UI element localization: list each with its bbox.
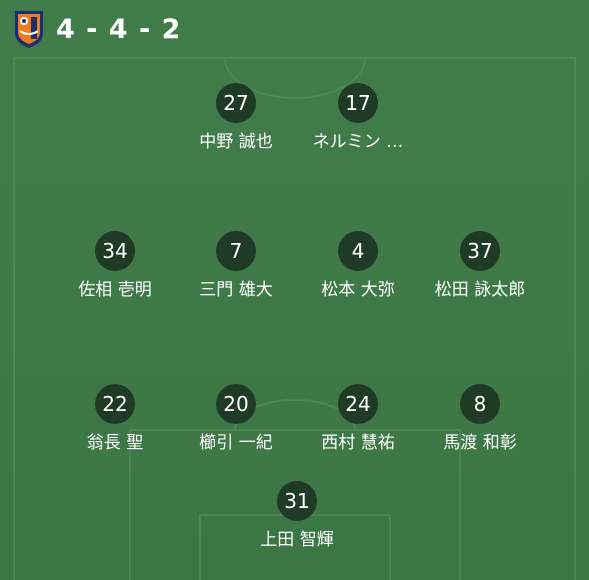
player-forward-1[interactable]: 27 中野 誠也 bbox=[181, 83, 291, 152]
player-number-badge: 22 bbox=[95, 384, 135, 424]
player-midfielder-2[interactable]: 7 三門 雄大 bbox=[181, 231, 291, 300]
player-name: ネルミン … bbox=[312, 132, 404, 152]
player-goalkeeper[interactable]: 31 上田 智輝 bbox=[242, 481, 352, 550]
player-name: 中野 誠也 bbox=[199, 132, 273, 152]
header: 4 - 4 - 2 bbox=[12, 8, 181, 50]
player-name: 馬渡 和彰 bbox=[443, 433, 517, 453]
player-name: 上田 智輝 bbox=[260, 530, 334, 550]
formation-label: 4 - 4 - 2 bbox=[56, 13, 182, 45]
club-crest-icon bbox=[15, 11, 43, 48]
player-number-badge: 27 bbox=[216, 83, 256, 123]
player-name: 佐相 壱明 bbox=[78, 280, 152, 300]
player-name: 翁長 聖 bbox=[86, 433, 144, 453]
player-name: 松本 大弥 bbox=[321, 280, 395, 300]
player-defender-2[interactable]: 20 櫛引 一紀 bbox=[181, 384, 291, 453]
player-forward-2[interactable]: 17 ネルミン … bbox=[303, 83, 413, 152]
player-midfielder-1[interactable]: 34 佐相 壱明 bbox=[60, 231, 170, 300]
player-name: 西村 慧祐 bbox=[321, 433, 395, 453]
player-defender-4[interactable]: 8 馬渡 和彰 bbox=[425, 384, 535, 453]
player-midfielder-4[interactable]: 37 松田 詠太郎 bbox=[425, 231, 535, 300]
player-defender-1[interactable]: 22 翁長 聖 bbox=[60, 384, 170, 453]
player-number-badge: 24 bbox=[338, 384, 378, 424]
player-number-badge: 37 bbox=[460, 231, 500, 271]
player-number-badge: 34 bbox=[95, 231, 135, 271]
player-number-badge: 17 bbox=[338, 83, 378, 123]
player-number-badge: 4 bbox=[338, 231, 378, 271]
player-name: 松田 詠太郎 bbox=[434, 280, 526, 300]
player-number-badge: 31 bbox=[277, 481, 317, 521]
player-name: 三門 雄大 bbox=[199, 280, 273, 300]
player-name: 櫛引 一紀 bbox=[199, 433, 273, 453]
player-number-badge: 7 bbox=[216, 231, 256, 271]
player-number-badge: 20 bbox=[216, 384, 256, 424]
player-midfielder-3[interactable]: 4 松本 大弥 bbox=[303, 231, 413, 300]
player-number-badge: 8 bbox=[460, 384, 500, 424]
player-defender-3[interactable]: 24 西村 慧祐 bbox=[303, 384, 413, 453]
